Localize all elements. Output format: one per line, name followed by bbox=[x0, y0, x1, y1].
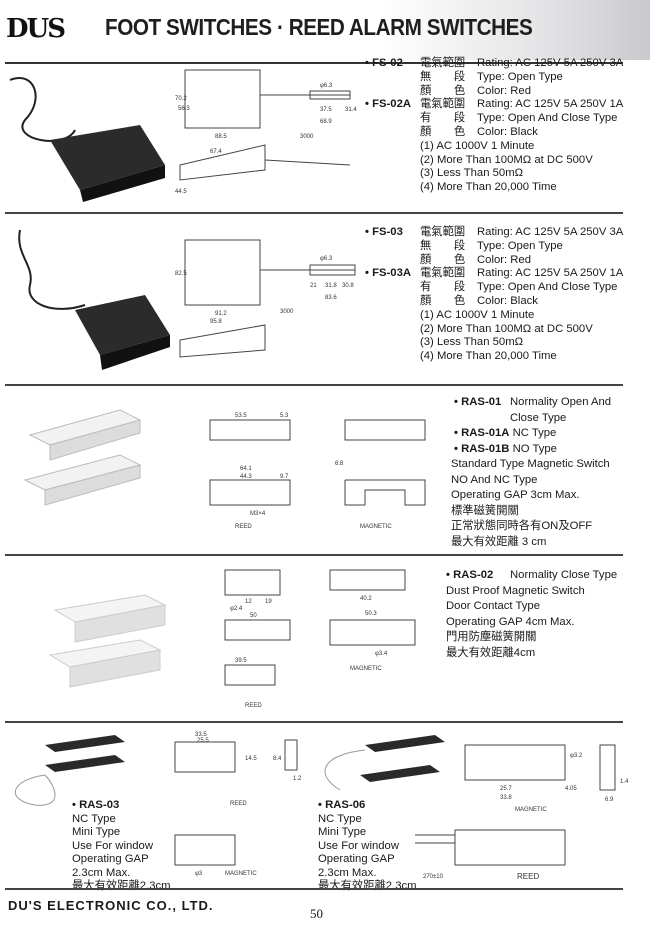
footer-rule bbox=[5, 888, 623, 890]
svg-text:REED: REED bbox=[245, 703, 262, 709]
pedal-side bbox=[80, 165, 165, 202]
ras02-drawing: 50 39.5 40.2 50.3 12 19 φ3.4 φ2.4 REED MAGNET… bbox=[224, 569, 416, 709]
section-divider bbox=[5, 721, 623, 723]
section-divider bbox=[5, 384, 623, 386]
svg-text:83.6: 83.6 bbox=[325, 295, 337, 301]
page-title: FOOT SWITCHES · REED ALARM SWITCHES bbox=[105, 14, 533, 40]
ras03-photo bbox=[14, 735, 125, 806]
svg-text:12: 12 bbox=[245, 599, 252, 605]
section-divider bbox=[5, 212, 623, 214]
svg-text:31.4: 31.4 bbox=[345, 107, 357, 113]
svg-text:φ3.4: φ3.4 bbox=[375, 651, 388, 657]
svg-text:14.5: 14.5 bbox=[245, 756, 257, 762]
svg-text:φ3.2: φ3.2 bbox=[570, 753, 583, 759]
svg-text:1.2: 1.2 bbox=[293, 776, 302, 782]
svg-text:56.3: 56.3 bbox=[178, 106, 190, 112]
svg-text:33.8: 33.8 bbox=[500, 795, 512, 801]
svg-text:REED: REED bbox=[235, 524, 252, 530]
svg-text:64.1: 64.1 bbox=[240, 466, 252, 472]
svg-text:91.2: 91.2 bbox=[215, 311, 227, 317]
svg-text:95.8: 95.8 bbox=[210, 319, 222, 325]
svg-text:φ2.4: φ2.4 bbox=[230, 606, 243, 612]
svg-text:70.2: 70.2 bbox=[175, 96, 187, 102]
ras03-specs: • RAS-03 NC Type Mini Type Use For windo… bbox=[72, 799, 171, 892]
svg-text:MAGNETIC: MAGNETIC bbox=[225, 871, 257, 877]
svg-text:φ3: φ3 bbox=[195, 871, 203, 877]
svg-text:88.5: 88.5 bbox=[215, 134, 227, 140]
svg-text:44.3: 44.3 bbox=[240, 474, 252, 480]
svg-text:9.7: 9.7 bbox=[280, 474, 289, 480]
svg-text:39.5: 39.5 bbox=[235, 658, 247, 664]
ras06-specs: • RAS-06 NC Type Mini Type Use For windo… bbox=[318, 799, 417, 892]
svg-text:37.5: 37.5 bbox=[320, 107, 332, 113]
svg-text:φ6.3: φ6.3 bbox=[320, 256, 333, 262]
fs03-drawing: 82.5 91.2 3000 21 31.8 30.8 83.6 95.8 φ6.3 bbox=[175, 239, 356, 358]
svg-text:21: 21 bbox=[310, 283, 317, 289]
svg-text:50: 50 bbox=[250, 613, 257, 619]
fs02-photo bbox=[9, 77, 165, 202]
page-number: 50 bbox=[310, 906, 323, 921]
ras06-drawing: 25.7 33.8 4.05 270±10 φ3.2 6.9 1.4 MAGNETIC… bbox=[415, 744, 629, 881]
svg-text:8.4: 8.4 bbox=[273, 756, 282, 762]
company-logo: DUS bbox=[6, 14, 66, 44]
svg-text:68.9: 68.9 bbox=[320, 119, 332, 125]
svg-text:40.2: 40.2 bbox=[360, 596, 372, 602]
ras03-drawing: 33.525.5 14.5 8.4 1.2 φ3 REED MAGNETIC bbox=[174, 732, 302, 877]
svg-text:82.5: 82.5 bbox=[175, 271, 187, 277]
svg-text:67.4: 67.4 bbox=[210, 149, 222, 155]
svg-text:53.5: 53.5 bbox=[235, 413, 247, 419]
svg-text:30.8: 30.8 bbox=[342, 283, 354, 289]
svg-text:3000: 3000 bbox=[300, 134, 314, 140]
ras01-photo bbox=[23, 409, 142, 506]
svg-text:REED: REED bbox=[230, 801, 247, 807]
cable bbox=[9, 77, 76, 142]
svg-text:44.5: 44.5 bbox=[175, 189, 187, 195]
svg-text:4.05: 4.05 bbox=[565, 786, 577, 792]
svg-text:MAGNETIC: MAGNETIC bbox=[350, 666, 382, 672]
svg-text:1.4: 1.4 bbox=[620, 779, 629, 785]
header-background bbox=[380, 0, 650, 60]
svg-text:270±10: 270±10 bbox=[423, 874, 444, 880]
pedal-top bbox=[50, 125, 165, 190]
svg-text:5.3: 5.3 bbox=[280, 413, 289, 419]
svg-text:φ6.3: φ6.3 bbox=[320, 83, 333, 89]
svg-text:31.8: 31.8 bbox=[325, 283, 337, 289]
section-divider bbox=[5, 554, 623, 556]
svg-text:6.8: 6.8 bbox=[335, 461, 344, 467]
svg-text:19: 19 bbox=[265, 599, 272, 605]
ras02-photo bbox=[48, 594, 167, 688]
svg-text:25.7: 25.7 bbox=[500, 786, 512, 792]
company-name: DU'S ELECTRONIC CO., LTD. bbox=[8, 898, 214, 913]
svg-text:50.3: 50.3 bbox=[365, 611, 377, 617]
ras01-drawing: 53.5 5.3 64.1 44.3 9.7M3×4 6.8 REED MAGNETI… bbox=[209, 413, 426, 530]
svg-text:MAGNETIC: MAGNETIC bbox=[360, 524, 392, 530]
svg-text:M3×4: M3×4 bbox=[250, 511, 266, 517]
fs03-photo bbox=[18, 229, 170, 370]
svg-text:6.9: 6.9 bbox=[605, 797, 614, 803]
svg-text:25.5: 25.5 bbox=[197, 738, 209, 744]
svg-text:33.5: 33.5 bbox=[195, 732, 207, 738]
svg-text:3000: 3000 bbox=[280, 309, 294, 315]
svg-text:MAGNETIC: MAGNETIC bbox=[515, 807, 547, 813]
header-rule bbox=[5, 62, 623, 64]
fs02-drawing: 70.2 88.5 3000 37.5 31.4 68.9 67.4 44.5 φ6.3… bbox=[175, 69, 357, 195]
ras06-photo bbox=[324, 735, 445, 791]
ras06-reed-label: REED bbox=[517, 872, 539, 881]
